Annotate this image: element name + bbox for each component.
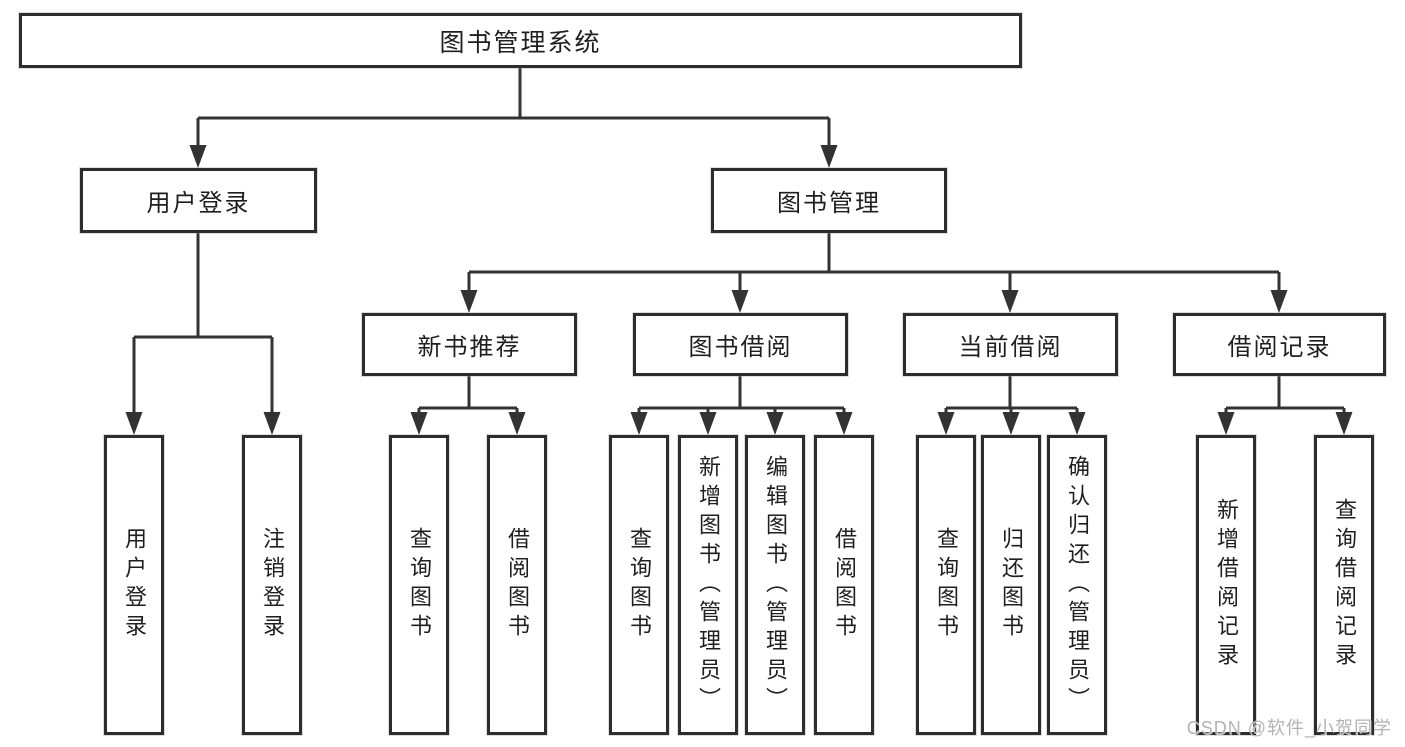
node-new-book-recommend: 新书推荐 (362, 313, 577, 376)
connector-root-to-level2 (198, 68, 829, 120)
leaf-confirm-return-admin-label: 确认归还（管理员） (1065, 454, 1090, 716)
leaf-add-book-admin: 新增图书（管理员） (678, 435, 738, 735)
leaf-borrow-books-recommend-label: 借阅图书 (505, 527, 530, 643)
leaf-confirm-return-admin: 确认归还（管理员） (1047, 435, 1107, 735)
connector-borrowing-split (639, 376, 844, 410)
node-current-borrowing-label: 当前借阅 (958, 334, 1063, 361)
node-borrow-records-label: 借阅记录 (1227, 334, 1332, 361)
leaf-add-borrow-record: 新增借阅记录 (1196, 435, 1256, 735)
leaf-add-book-admin-label: 新增图书（管理员） (696, 454, 721, 716)
watermark: CSDN @软件_小贺同学 (1186, 718, 1392, 738)
node-book-borrowing: 图书借阅 (633, 313, 848, 376)
leaf-query-books-borrowing-label: 查询图书 (627, 527, 652, 643)
leaf-user-login: 用户登录 (104, 435, 164, 735)
leaf-query-books-borrowing: 查询图书 (609, 435, 669, 735)
node-user-login-label: 用户登录 (146, 190, 251, 217)
leaf-edit-book-admin-label: 编辑图书（管理员） (763, 454, 788, 716)
leaf-query-books-current: 查询图书 (916, 435, 976, 735)
leaf-query-borrow-record: 查询借阅记录 (1314, 435, 1374, 735)
leaf-query-books-recommend-label: 查询图书 (407, 527, 432, 643)
leaf-user-login-label: 用户登录 (122, 527, 147, 643)
leaf-return-book-label: 归还图书 (999, 527, 1024, 643)
leaf-borrow-books-borrowing: 借阅图书 (814, 435, 874, 735)
leaf-add-borrow-record-label: 新增借阅记录 (1214, 498, 1239, 672)
leaf-return-book: 归还图书 (981, 435, 1041, 735)
connector-records-split (1226, 376, 1344, 410)
node-root: 图书管理系统 (19, 13, 1022, 68)
node-root-label: 图书管理系统 (439, 28, 602, 57)
arrowheads (125, 118, 1353, 435)
node-current-borrowing: 当前借阅 (903, 313, 1118, 376)
leaf-query-borrow-record-label: 查询借阅记录 (1332, 498, 1357, 672)
leaf-logout-label: 注销登录 (260, 527, 285, 643)
leaf-borrow-books-borrowing-label: 借阅图书 (832, 527, 857, 643)
node-new-book-recommend-label: 新书推荐 (417, 334, 522, 361)
connector-userlogin-split (134, 233, 272, 339)
leaf-logout: 注销登录 (242, 435, 302, 735)
node-book-borrowing-label: 图书借阅 (688, 334, 793, 361)
node-user-login: 用户登录 (80, 168, 317, 233)
node-book-management-label: 图书管理 (777, 190, 881, 217)
connector-recommend-split (419, 376, 517, 410)
leaf-edit-book-admin: 编辑图书（管理员） (745, 435, 805, 735)
leaf-borrow-books-recommend: 借阅图书 (487, 435, 547, 735)
leaf-query-books-recommend: 查询图书 (389, 435, 449, 735)
connector-bookmgmt-split (469, 233, 1279, 274)
connector-lines (134, 68, 1344, 410)
connector-current-split (946, 376, 1077, 410)
node-borrow-records: 借阅记录 (1173, 313, 1386, 376)
leaf-query-books-current-label: 查询图书 (934, 527, 959, 643)
node-book-management: 图书管理 (711, 168, 947, 233)
